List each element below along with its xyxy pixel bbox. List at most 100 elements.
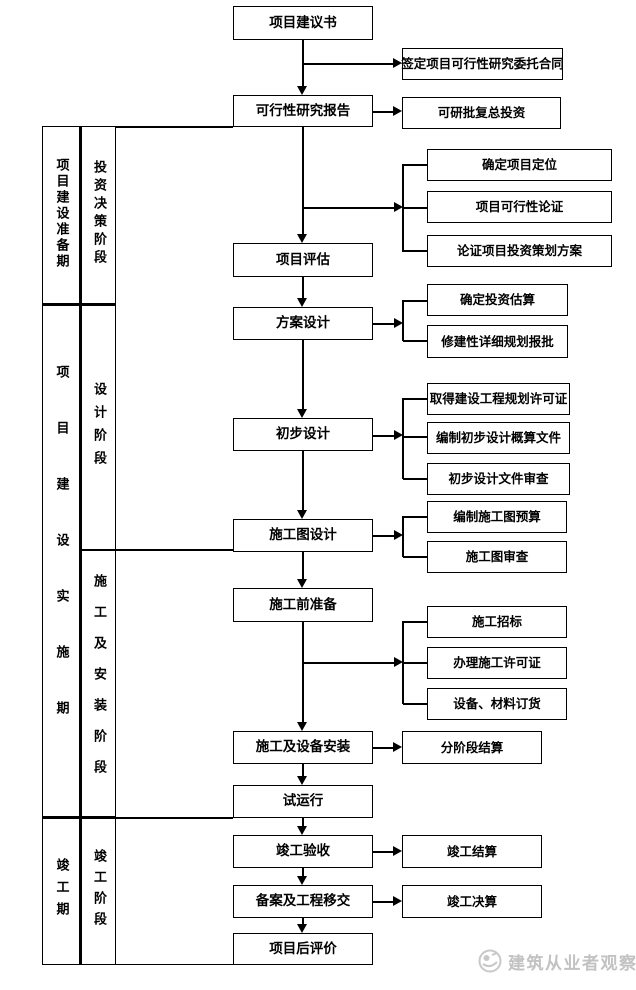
- flow-box-filing-handover: 备案及工程移交: [233, 885, 373, 918]
- flow-box-preliminary-design: 初步设计: [233, 418, 373, 451]
- branch-line: [373, 111, 393, 113]
- branch-line: [373, 851, 393, 853]
- flow-line: [302, 552, 304, 579]
- flow-line: [302, 40, 304, 86]
- side-box-detailed-plan-approval: 修建性详细规划报批: [427, 325, 568, 358]
- bracket-stub: [403, 662, 427, 664]
- section-divider-2-extension-line: [116, 817, 233, 819]
- arrowhead-right: [394, 530, 403, 540]
- flow-box-scheme-design: 方案设计: [233, 307, 373, 340]
- arrowhead-down: [297, 876, 307, 885]
- side-box-sign-contract: 签定项目可行性研究委托合同: [401, 48, 564, 80]
- side-box-investment-estimate: 确定投资估算: [427, 284, 568, 316]
- arrowhead-right: [394, 657, 403, 667]
- bracket-stub: [403, 478, 427, 480]
- side-box-feasibility-demonstration: 项目可行性论证: [427, 191, 612, 223]
- flow-box-pre-construction-preparation: 施工前准备: [233, 588, 373, 622]
- stage-label-preparation-period: 项目建设准备期: [53, 158, 69, 270]
- flow-line: [302, 277, 304, 298]
- side-box-construction-drawing-budget: 编制施工图预算: [427, 501, 567, 533]
- bracket-stub: [403, 164, 427, 166]
- flow-line: [302, 818, 304, 826]
- table-top-extension-line: [116, 126, 233, 128]
- stage-label-implementation-period: 项目建设实施期: [53, 365, 69, 757]
- flow-box-project-proposal: 项目建议书: [233, 6, 373, 40]
- stage-table-column-divider: [79, 126, 82, 965]
- side-box-equipment-material-order: 设备、材料订货: [427, 688, 567, 720]
- bracket-stub: [403, 703, 427, 705]
- flow-line: [302, 868, 304, 876]
- stage-table-section-divider-2: [42, 816, 116, 819]
- arrowhead-down: [297, 579, 307, 588]
- flow-line: [302, 918, 304, 924]
- bracket-stub: [403, 340, 427, 342]
- branch-line: [373, 323, 394, 325]
- bracket-stub: [403, 250, 427, 252]
- bracket-connector: [402, 398, 404, 479]
- side-box-construction-permit: 办理施工许可证: [427, 647, 567, 679]
- flow-box-project-evaluation: 项目评估: [233, 243, 373, 277]
- side-box-preliminary-design-review: 初步设计文件审查: [427, 463, 570, 495]
- stage-label-completion-stage: 竣工阶段: [91, 848, 106, 933]
- side-box-investment-planning-scheme: 论证项目投资策划方案: [427, 235, 612, 267]
- bracket-connector: [402, 621, 404, 704]
- flow-line: [302, 622, 304, 722]
- bracket-stub: [403, 556, 427, 558]
- table-bottom-extension-line: [116, 963, 233, 965]
- bracket-connector: [402, 516, 404, 557]
- side-box-approved-total-investment: 可研批复总投资: [402, 97, 561, 129]
- flow-line: [302, 340, 304, 409]
- side-box-construction-bidding: 施工招标: [427, 606, 567, 638]
- bracket-connector: [402, 300, 404, 341]
- flow-box-feasibility-report: 可行性研究报告: [233, 95, 373, 127]
- bracket-stub: [403, 207, 427, 209]
- arrowhead-down: [297, 776, 307, 785]
- bracket-stub: [403, 516, 427, 518]
- flow-box-construction-drawing-design: 施工图设计: [233, 519, 373, 552]
- arrowhead-right: [393, 58, 402, 68]
- bracket-stub: [403, 436, 427, 438]
- side-box-preliminary-budget-docs: 编制初步设计概算文件: [427, 422, 570, 454]
- arrowhead-right: [393, 106, 402, 116]
- watermark: 建筑从业者观察: [477, 946, 636, 976]
- watermark-text: 建筑从业者观察: [508, 953, 636, 974]
- stage-label-construction-install-stage: 施工及安装阶段: [91, 573, 106, 791]
- bracket-stub: [403, 300, 427, 302]
- arrowhead-right: [394, 202, 403, 212]
- flow-box-construction-equipment-installation: 施工及设备安装: [233, 731, 373, 764]
- arrowhead-down: [297, 86, 307, 95]
- branch-line: [303, 207, 394, 209]
- watermark-logo-icon: [477, 948, 503, 974]
- arrowhead-down: [297, 722, 307, 731]
- flow-line: [302, 764, 304, 776]
- arrowhead-down: [297, 826, 307, 835]
- branch-line: [373, 535, 394, 537]
- stage-label-investment-decision: 投资决策阶段: [91, 160, 106, 268]
- branch-line: [373, 901, 393, 903]
- arrowhead-right: [393, 896, 402, 906]
- side-box-construction-drawing-review: 施工图审查: [427, 541, 567, 573]
- arrowhead-down: [297, 298, 307, 307]
- side-box-planning-permit: 取得建设工程规划许可证: [427, 383, 570, 415]
- bracket-stub: [403, 621, 427, 623]
- design-construction-divider-line: [81, 549, 233, 551]
- bracket-connector: [402, 164, 404, 252]
- flow-box-post-evaluation: 项目后评价: [233, 933, 373, 965]
- arrowhead-right: [394, 318, 403, 328]
- arrowhead-down: [297, 924, 307, 933]
- bracket-stub: [403, 398, 427, 400]
- side-box-completion-settlement: 竣工结算: [402, 835, 542, 868]
- arrowhead-down: [297, 234, 307, 243]
- branch-line: [373, 435, 394, 437]
- branch-line: [303, 63, 393, 65]
- branch-line: [303, 662, 394, 664]
- stage-label-design-stage: 设计阶段: [91, 381, 106, 474]
- arrowhead-down: [297, 409, 307, 418]
- side-box-project-positioning: 确定项目定位: [427, 149, 612, 181]
- arrowhead-right: [393, 846, 402, 856]
- arrowhead-right: [393, 742, 402, 752]
- branch-line: [373, 747, 393, 749]
- flow-line: [302, 127, 304, 234]
- stage-table-section-divider-1: [42, 303, 116, 306]
